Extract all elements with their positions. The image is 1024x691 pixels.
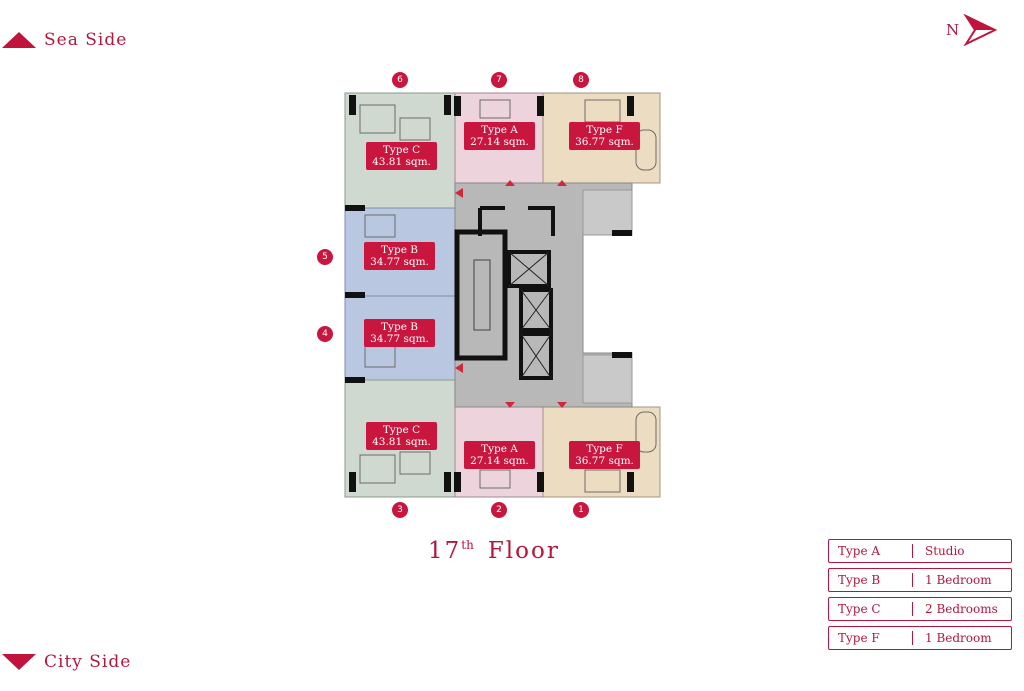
service-room-bottom bbox=[582, 354, 633, 404]
legend-row-type-b: Type B 1 Bedroom bbox=[828, 568, 1012, 592]
floor-suffix: th bbox=[461, 538, 474, 553]
unit-number-badge-4: 4 bbox=[317, 326, 333, 342]
down-triangle-icon bbox=[2, 654, 36, 670]
legend-row-type-a: Type A Studio bbox=[828, 539, 1012, 563]
unit-area: 27.14 sqm. bbox=[470, 136, 529, 148]
legend-desc: 1 Bedroom bbox=[925, 573, 992, 587]
stair-flight bbox=[473, 259, 491, 331]
north-indicator: N bbox=[946, 14, 998, 46]
legend-desc: 1 Bedroom bbox=[925, 631, 992, 645]
legend-type: Type F bbox=[838, 631, 880, 645]
city-side-text: City Side bbox=[44, 652, 132, 672]
north-text: N bbox=[946, 21, 960, 39]
unit-number-badge-6: 6 bbox=[392, 72, 408, 88]
legend-desc: Studio bbox=[925, 544, 965, 558]
legend-type: Type A bbox=[838, 544, 881, 558]
legend-desc: 2 Bedrooms bbox=[925, 602, 998, 616]
unit-number-badge-7: 7 bbox=[491, 72, 507, 88]
unit-type: Type A bbox=[481, 443, 518, 455]
unit-area: 43.81 sqm. bbox=[372, 156, 431, 168]
service-room-top bbox=[582, 189, 633, 236]
up-triangle-icon bbox=[2, 32, 36, 48]
north-arrow-icon bbox=[963, 14, 998, 46]
unit-area: 36.77 sqm. bbox=[575, 455, 634, 467]
unit-type: Type B bbox=[381, 321, 418, 333]
unit-type: Type A bbox=[481, 124, 518, 136]
floor-title: 17th Floor bbox=[428, 538, 560, 564]
lift-shaft-3 bbox=[519, 332, 553, 380]
legend-separator bbox=[912, 573, 913, 587]
city-side-label: City Side bbox=[2, 652, 131, 672]
unit-area: 27.14 sqm. bbox=[470, 455, 529, 467]
unit-area: 36.77 sqm. bbox=[575, 136, 634, 148]
floor-word: Floor bbox=[487, 538, 560, 564]
unit-type-legend: Type A Studio Type B 1 Bedroom Type C 2 Bed… bbox=[828, 539, 1012, 655]
entrance-arrows bbox=[455, 180, 567, 408]
unit-number-badge-3: 3 bbox=[392, 502, 408, 518]
legend-separator bbox=[912, 602, 913, 616]
unit-number-badge-5: 5 bbox=[317, 249, 333, 265]
unit-type: Type C bbox=[382, 144, 421, 156]
legend-type: Type B bbox=[838, 573, 881, 587]
unit-number-badge-2: 2 bbox=[491, 502, 507, 518]
unit-area: 34.77 sqm. bbox=[370, 256, 429, 268]
unit-type: Type F bbox=[586, 443, 623, 455]
legend-separator bbox=[912, 631, 913, 645]
sea-side-text: Sea Side bbox=[44, 30, 128, 50]
unit-area: 34.77 sqm. bbox=[370, 333, 429, 345]
unit-type: Type B bbox=[381, 244, 418, 256]
structural-columns bbox=[345, 95, 634, 492]
floor-number: 17 bbox=[428, 538, 462, 564]
unit-number-badge-8: 8 bbox=[573, 72, 589, 88]
unit-area: 43.81 sqm. bbox=[372, 436, 431, 448]
legend-row-type-f: Type F 1 Bedroom bbox=[828, 626, 1012, 650]
legend-row-type-c: Type C 2 Bedrooms bbox=[828, 597, 1012, 621]
sea-side-label: Sea Side bbox=[2, 30, 127, 50]
unit-type: Type C bbox=[382, 424, 421, 436]
unit-type: Type F bbox=[586, 124, 623, 136]
unit-number-badge-1: 1 bbox=[573, 502, 589, 518]
lift-shaft-2 bbox=[519, 288, 553, 332]
lift-shaft-1 bbox=[507, 250, 551, 288]
legend-separator bbox=[912, 544, 913, 558]
legend-type: Type C bbox=[838, 602, 881, 616]
